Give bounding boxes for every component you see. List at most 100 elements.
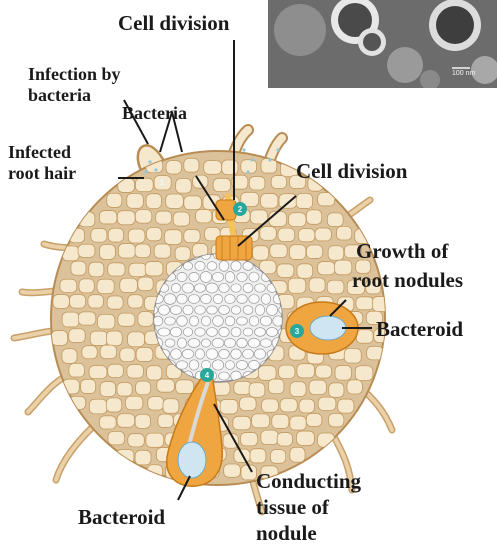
stele-cell	[219, 305, 230, 314]
stele-cell	[266, 305, 277, 316]
cortex-cell	[306, 210, 321, 224]
cortex-cell	[107, 193, 122, 207]
cortex-cell	[165, 230, 182, 245]
stele-cell	[206, 283, 218, 293]
stele-cell	[153, 316, 162, 326]
cortex-cell	[261, 194, 278, 209]
stele-cell	[182, 283, 194, 293]
cortex-cell	[135, 414, 150, 428]
cortex-cell	[356, 330, 373, 344]
cortex-cell	[99, 416, 116, 429]
cortex-cell	[117, 414, 135, 428]
cortex-cell	[158, 414, 173, 427]
cortex-cell	[269, 212, 287, 227]
stele-cell	[255, 305, 264, 316]
stele-cell	[249, 295, 259, 304]
cortex-cell	[347, 380, 362, 394]
cortex-cell	[288, 278, 305, 293]
cortex-cell	[106, 398, 121, 412]
cortex-cell	[258, 366, 276, 381]
cortex-cell	[297, 364, 315, 378]
cortex-cell	[224, 464, 241, 477]
cortex-cell	[135, 450, 151, 465]
cortex-cell	[290, 447, 305, 462]
cortex-cell	[271, 176, 286, 189]
stele-cell	[183, 305, 193, 315]
cortex-cell	[136, 347, 153, 361]
cortex-cell	[277, 264, 294, 277]
cortex-cell	[309, 278, 325, 292]
cortex-cell	[129, 263, 147, 276]
stele-cell	[231, 327, 241, 336]
cortex-cell	[138, 277, 153, 291]
cortex-cell	[97, 279, 114, 293]
cortex-cell	[252, 414, 270, 428]
cortex-cell	[108, 431, 125, 444]
stele-cell	[201, 316, 210, 326]
stele-cell	[158, 328, 170, 336]
stele-cell	[231, 306, 240, 314]
cortex-cell	[147, 465, 162, 480]
cortex-cell	[336, 226, 351, 240]
cortex-cell	[318, 262, 336, 275]
cortex-cell	[135, 244, 150, 258]
cortex-cell	[154, 244, 170, 258]
stele-cell	[231, 284, 241, 292]
cortex-cell	[328, 246, 344, 260]
cortex-cell	[118, 244, 135, 258]
cortex-cell	[372, 297, 390, 312]
cortex-cell	[249, 176, 265, 190]
cortex-cell	[146, 433, 164, 447]
cortex-cell	[118, 313, 135, 326]
stele-cell	[206, 349, 218, 360]
cortex-cell	[120, 348, 135, 362]
stele-cell	[225, 361, 234, 370]
stele-cell	[243, 328, 253, 336]
step-3-number: 3	[295, 327, 300, 336]
stele-cell	[201, 339, 210, 347]
stele-cell	[195, 349, 204, 359]
stele-cell	[189, 360, 199, 370]
cortex-cell	[222, 160, 238, 175]
stele-cell	[177, 316, 188, 326]
cortex-cell	[128, 332, 145, 347]
cortex-cell	[253, 246, 269, 260]
cortex-cell	[78, 244, 95, 257]
stele-cell	[176, 361, 187, 369]
label-cell-division-top: Cell division	[118, 12, 229, 34]
cortex-cell	[128, 434, 144, 447]
cortex-cell	[100, 244, 116, 259]
cortex-cell	[62, 312, 79, 327]
cortex-cell	[338, 399, 354, 413]
cortex-cell	[100, 382, 116, 397]
stele-cell	[231, 261, 241, 271]
cortex-cell	[289, 245, 305, 260]
cortex-cell	[127, 365, 144, 378]
stele-cell	[243, 349, 254, 359]
label-tissue-of: tissue of	[256, 496, 329, 518]
stele-cell	[177, 338, 186, 348]
stele-cell	[213, 294, 222, 303]
cortex-cell	[81, 379, 96, 393]
stele-cell	[194, 284, 205, 293]
cortex-cell	[136, 381, 151, 395]
cortex-cell	[196, 209, 212, 222]
cortex-cell	[71, 261, 86, 275]
stele-cell	[195, 261, 205, 271]
cortex-cell	[335, 260, 352, 275]
cortex-cell	[298, 229, 314, 242]
cortex-cell	[166, 194, 184, 208]
cortex-cell	[249, 383, 265, 398]
cortex-cell	[90, 331, 107, 345]
cortex-cell	[62, 349, 77, 364]
cortex-cell	[318, 193, 335, 206]
cortex-cell	[296, 193, 312, 208]
cortex-cell	[277, 433, 292, 446]
cortex-cell	[184, 196, 202, 210]
cortex-cell	[60, 279, 77, 292]
cortex-cell	[146, 228, 161, 241]
cortex-cell	[125, 396, 142, 409]
stele-cell	[219, 327, 229, 337]
cortex-cell	[270, 450, 285, 464]
stele-cell	[158, 305, 169, 315]
